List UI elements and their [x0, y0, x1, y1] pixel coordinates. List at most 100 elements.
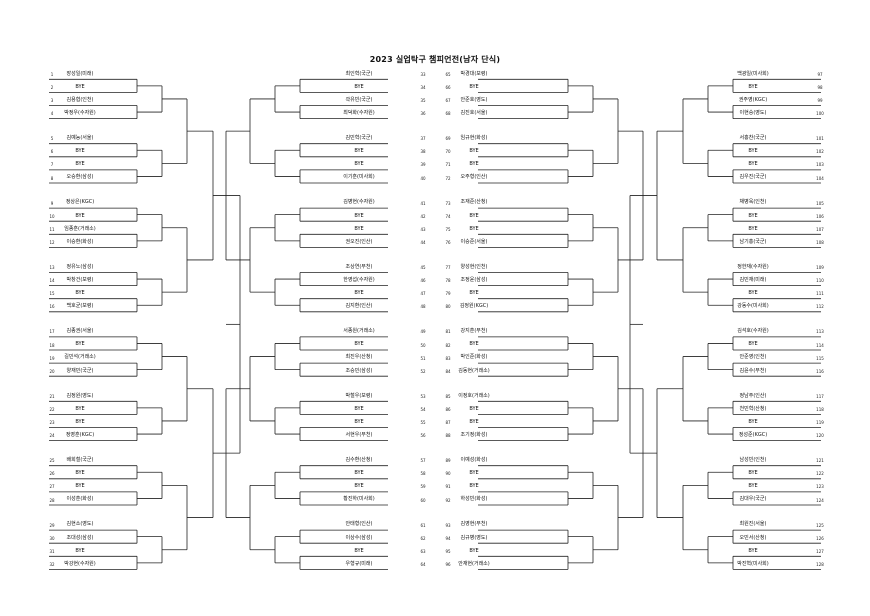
player-seed-number: 61: [420, 522, 426, 528]
player-name: 김병현(수자원): [343, 199, 375, 206]
player-seed-number: 93: [445, 522, 451, 528]
player-seed-number: 74: [445, 213, 451, 219]
player-name: 조대성(삼성): [66, 534, 94, 541]
player-name: 최인혁(국군): [345, 70, 373, 77]
player-seed-number: 77: [445, 265, 451, 270]
player-name: 강지훈(부천): [460, 328, 488, 335]
player-name: BYE: [469, 483, 479, 490]
page-title: 2023 실업탁구 챔피언전(남자 단식): [369, 55, 501, 64]
player-seed-number: 44: [420, 239, 426, 245]
player-name: 김종권(서울): [66, 328, 94, 335]
player-seed-number: 123: [816, 484, 824, 490]
player-seed-number: 42: [420, 213, 426, 219]
player-name: BYE: [354, 161, 364, 168]
player-name: 박철우(보령): [345, 392, 373, 399]
player-seed-number: 21: [49, 393, 55, 399]
player-name: 김진호(서울): [460, 109, 488, 116]
player-seed-number: 33: [420, 71, 426, 77]
player-seed-number: 91: [445, 484, 451, 490]
player-seed-number: 104: [816, 175, 824, 181]
player-seed-number: 53: [420, 393, 426, 399]
player-seed-number: 51: [420, 355, 426, 361]
player-name: 이승환(화성): [66, 238, 94, 245]
player-seed-number: 34: [420, 84, 426, 90]
player-name: BYE: [75, 212, 85, 219]
player-name: 김규병(영도): [460, 534, 488, 541]
player-name: 이현승(영도): [739, 109, 767, 116]
player-name: BYE: [354, 290, 364, 296]
player-name: 양재민(국군): [66, 367, 94, 374]
player-seed-number: 6: [50, 149, 54, 155]
player-name: 임종훈(거래소): [64, 225, 96, 232]
player-seed-number: 85: [445, 393, 451, 399]
player-seed-number: 54: [420, 406, 426, 412]
player-seed-number: 14: [49, 278, 55, 284]
player-seed-number: 128: [816, 561, 824, 567]
player-seed-number: 41: [420, 200, 426, 206]
player-seed-number: 1: [50, 71, 54, 77]
player-name: 정영훈(KGC): [65, 431, 95, 438]
player-seed-number: 102: [816, 149, 824, 155]
player-seed-number: 26: [49, 471, 55, 477]
player-seed-number: 27: [49, 484, 55, 490]
player-seed-number: 67: [445, 98, 451, 103]
player-name: BYE: [354, 225, 364, 232]
player-name: BYE: [469, 547, 479, 554]
player-name: 정상은(KGC): [65, 199, 95, 206]
player-name: 길민석(거래소): [64, 354, 96, 361]
player-name: 최진우(산청): [345, 354, 373, 361]
player-name: 권주영(KGC): [738, 96, 768, 103]
player-seed-number: 15: [49, 291, 55, 297]
player-seed-number: 11: [49, 226, 55, 232]
player-seed-number: 46: [420, 278, 426, 284]
player-name: BYE: [748, 470, 758, 477]
player-name: 서현우(부천): [345, 431, 373, 438]
player-name: BYE: [354, 148, 364, 155]
player-seed-number: 115: [816, 355, 824, 361]
player-seed-number: 106: [816, 213, 824, 219]
player-name: 오승환(삼성): [66, 174, 94, 181]
player-seed-number: 40: [420, 175, 426, 181]
player-name: 우형규(미래): [345, 560, 373, 567]
player-name: 박정우(수자원): [64, 109, 96, 116]
player-seed-number: 75: [445, 226, 451, 232]
player-seed-number: 117: [816, 393, 824, 399]
player-name: BYE: [469, 290, 479, 296]
player-name: 김정원(KGC): [459, 303, 489, 310]
player-name: 서홍찬(국군): [739, 135, 767, 141]
player-seed-number: 70: [445, 149, 451, 155]
player-seed-number: 3: [50, 98, 54, 103]
player-seed-number: 25: [49, 458, 55, 464]
player-seed-number: 118: [816, 406, 824, 412]
player-seed-number: 36: [420, 111, 426, 117]
player-name: BYE: [748, 418, 758, 425]
player-seed-number: 69: [445, 136, 451, 142]
player-name: 김윤수(부천): [739, 367, 767, 374]
player-seed-number: 110: [816, 278, 824, 284]
player-name: BYE: [75, 341, 85, 348]
player-name: 조승민(삼성): [345, 367, 373, 374]
player-seed-number: 126: [816, 535, 824, 541]
player-name: 강동수(미사회): [737, 303, 769, 310]
player-name: 조상연(부천): [345, 263, 373, 270]
player-name: 오민서(산청): [739, 534, 767, 541]
player-name: BYE: [748, 148, 758, 155]
player-name: 조정윤(삼성): [460, 276, 488, 283]
player-seed-number: 108: [816, 239, 824, 245]
player-name: BYE: [748, 341, 758, 348]
player-name: 안재현(거래소): [458, 560, 490, 567]
player-name: 박강현(수자원): [64, 560, 96, 567]
player-name: 조재준(산청): [460, 199, 488, 206]
player-name: 이상수(삼성): [345, 534, 373, 541]
player-seed-number: 71: [445, 162, 451, 168]
player-name: 김우진(국군): [739, 174, 767, 181]
player-seed-number: 37: [420, 136, 426, 142]
player-name: 조기정(화성): [460, 431, 488, 438]
player-seed-number: 32: [49, 561, 55, 567]
player-name: 김대우(국군): [739, 496, 767, 503]
player-name: BYE: [748, 161, 758, 168]
player-name: 최덕화(수자원): [343, 109, 375, 116]
player-seed-number: 101: [816, 136, 824, 142]
player-name: 안태형(인산): [345, 521, 373, 528]
player-name: 백호균(보령): [66, 303, 94, 310]
